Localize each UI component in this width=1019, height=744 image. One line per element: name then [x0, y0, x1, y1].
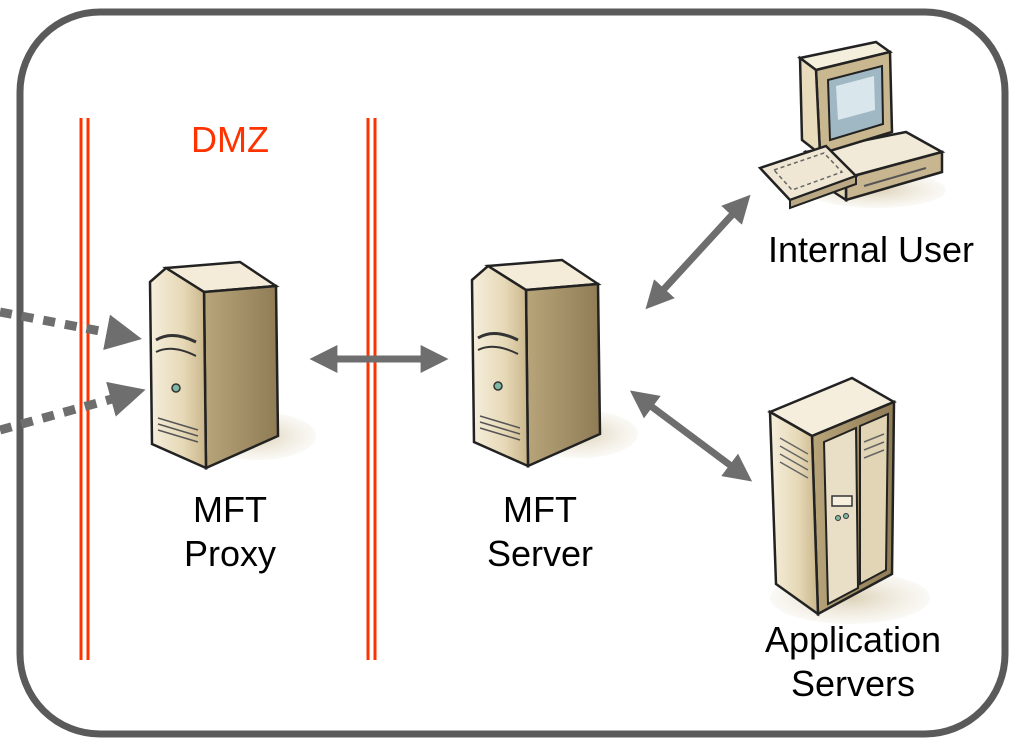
tower-server-icon [470, 258, 638, 468]
desktop-computer-icon [757, 40, 946, 210]
firewall-left [79, 118, 90, 660]
mft-server-label-line2: Server [486, 533, 594, 574]
server-appservers-arrow [629, 390, 753, 482]
mft-proxy-label-line2: Proxy [183, 533, 277, 574]
internal-user-label: Internal User [767, 229, 975, 270]
mft-proxy-label: MFT Proxy [140, 488, 320, 576]
mft-proxy-label-line1: MFT [193, 489, 267, 530]
tower-server-icon [148, 260, 316, 470]
rack-server-icon [767, 376, 930, 624]
mft-server-label-line1: MFT [503, 489, 577, 530]
application-servers-label-line1: Application [764, 619, 942, 660]
dmz-label: DMZ [191, 119, 269, 160]
application-servers-label: Application Servers [728, 618, 978, 706]
incoming-arrow-2 [0, 381, 146, 435]
server-user-arrow [645, 194, 751, 310]
mft-server-label: MFT Server [450, 488, 630, 576]
application-servers-label-line2: Servers [790, 663, 916, 704]
firewall-right [366, 118, 377, 660]
